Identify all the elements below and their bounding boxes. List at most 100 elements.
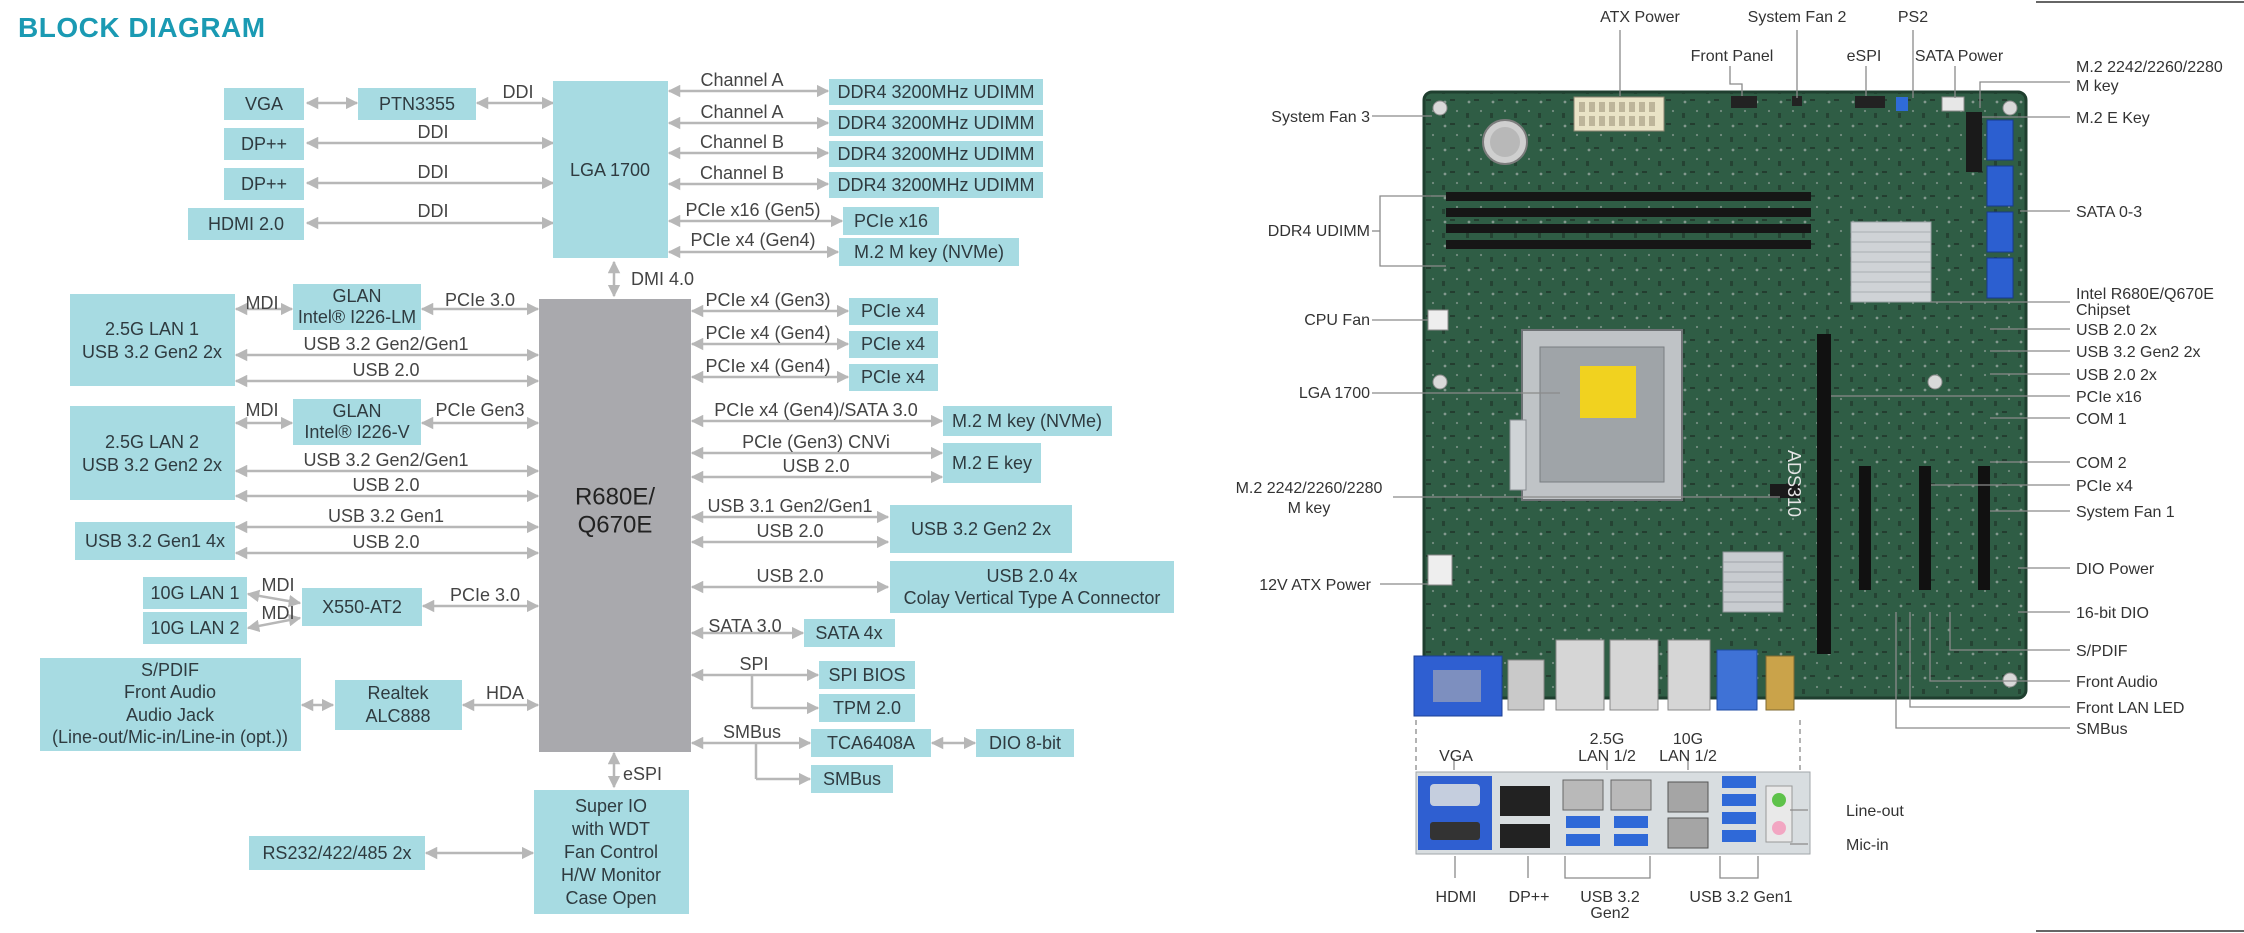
link-label: SPI (739, 654, 768, 674)
link-label: HDA (486, 683, 524, 703)
lan2-label-a: 2.5G LAN 2 (105, 432, 199, 452)
board-label: DP++ (1509, 889, 1550, 906)
link-label: PCIe x4 (Gen4) (705, 356, 830, 376)
board-label: VGA (1439, 748, 1473, 765)
ddr4-label: DDR4 3200MHz UDIMM (837, 144, 1034, 164)
link-label: DDI (418, 201, 449, 221)
dio-label: DIO 8-bit (989, 733, 1061, 753)
link-label: PCIe x4 (Gen3) (705, 290, 830, 310)
m2-ekey-label: M.2 E key (952, 453, 1032, 473)
link-label: PCIe (Gen3) CNVi (742, 432, 890, 452)
spi-bios-label: SPI BIOS (828, 665, 905, 685)
spi-bios-box: SPI BIOS (819, 661, 915, 689)
glan2-box: GLAN Intel® I226-V (293, 399, 421, 445)
ddr4-box-1: DDR4 3200MHz UDIMM (829, 79, 1043, 105)
usb-gen2-box: USB 3.2 Gen2 2x (890, 505, 1072, 553)
pcie-x4-box-2: PCIe x4 (849, 331, 938, 358)
board-label: DDR4 UDIMM (1268, 223, 1370, 240)
dp2-box: DP++ (224, 168, 304, 200)
pch-label-a: R680E/ (575, 484, 655, 511)
board-label: Mic-in (1846, 837, 1889, 854)
board-label: ATX Power (1600, 9, 1680, 26)
sata-label: SATA 4x (815, 623, 882, 643)
pcie-x16-box: PCIe x16 (843, 207, 939, 235)
board-label: LAN 1/2 (1578, 748, 1636, 765)
board-label: M.2 E Key (2076, 110, 2150, 127)
m2-mkey-cpu-label: M.2 M key (NVMe) (854, 242, 1004, 262)
usb-gen2-label: USB 3.2 Gen2 2x (911, 519, 1051, 539)
realtek-label-a: Realtek (367, 683, 429, 703)
audio-label-a: S/PDIF (141, 660, 199, 680)
ddr4-box-2: DDR4 3200MHz UDIMM (829, 110, 1043, 136)
board-label: 2.5G (1590, 731, 1625, 748)
usb20-label-b: Colay Vertical Type A Connector (904, 588, 1161, 608)
io-panel (1415, 771, 1811, 855)
dp2-label: DP++ (241, 174, 287, 194)
tpm-label: TPM 2.0 (833, 698, 901, 718)
board-label: SATA Power (1915, 48, 2004, 65)
ptn3355-label: PTN3355 (379, 94, 455, 114)
lan2-box: 2.5G LAN 2 USB 3.2 Gen2 2x (70, 406, 235, 500)
board-label: M key (1288, 500, 1331, 517)
link-label: MDI (262, 575, 295, 595)
board-label: M key (2076, 78, 2119, 95)
board-label: COM 1 (2076, 411, 2127, 428)
page-title: BLOCK DIAGRAM (18, 12, 266, 43)
dp1-label: DP++ (241, 134, 287, 154)
link-label: USB 2.0 (352, 532, 419, 552)
pch-label-b: Q670E (578, 512, 653, 539)
board-label: CPU Fan (1304, 312, 1370, 329)
lan2-label-b: USB 3.2 Gen2 2x (82, 455, 222, 475)
board-label: Line-out (1846, 803, 1904, 820)
cpu-block: LGA 1700 (553, 81, 668, 258)
link-label: PCIe x16 (Gen5) (685, 200, 820, 220)
board-label: USB 3.2 Gen1 (1689, 889, 1792, 906)
realtek-box: Realtek ALC888 (335, 680, 462, 730)
audio-label-c: Audio Jack (126, 705, 215, 725)
ddr4-label: DDR4 3200MHz UDIMM (837, 113, 1034, 133)
lan1-label-a: 2.5G LAN 1 (105, 319, 199, 339)
board-label: eSPI (1847, 48, 1882, 65)
board-callout-lines (1372, 30, 2070, 879)
x550-box: X550-AT2 (302, 588, 422, 626)
link-label: MDI (262, 603, 295, 623)
board-label: Front Audio (2076, 674, 2158, 691)
audio-label-d: (Line-out/Mic-in/Line-in (opt.)) (52, 727, 288, 747)
board-label: Gen2 (1590, 905, 1629, 922)
board-label: PCIe x4 (2076, 478, 2133, 495)
tca-label: TCA6408A (827, 733, 915, 753)
ddr4-label: DDR4 3200MHz UDIMM (837, 82, 1034, 102)
link-label: USB 2.0 (756, 521, 823, 541)
usb20-box: USB 2.0 4x Colay Vertical Type A Connect… (890, 561, 1174, 613)
link-label: USB 2.0 (756, 566, 823, 586)
board-label: S/PDIF (2076, 643, 2128, 660)
board-label: Intel R680E/Q670E (2076, 286, 2214, 303)
glan2-label-a: GLAN (332, 401, 381, 421)
glan1-label-a: GLAN (332, 286, 381, 306)
link-label: Channel A (700, 102, 783, 122)
tenlan2-box: 10G LAN 2 (143, 612, 247, 644)
superio-line: Fan Control (564, 842, 658, 862)
right-blocks: DDR4 3200MHz UDIMM DDR4 3200MHz UDIMM DD… (804, 79, 1174, 793)
link-label: USB 2.0 (782, 456, 849, 476)
board-label: USB 2.0 2x (2076, 322, 2157, 339)
lan1-label-b: USB 3.2 Gen2 2x (82, 342, 222, 362)
usb-gen1-label: USB 3.2 Gen1 4x (85, 531, 225, 551)
board-label: COM 2 (2076, 455, 2127, 472)
tenlan2-label: 10G LAN 2 (150, 618, 239, 638)
ddr4-box-3: DDR4 3200MHz UDIMM (829, 141, 1043, 167)
board-label: 10G (1673, 731, 1703, 748)
board-label: Front Panel (1691, 48, 1774, 65)
left-blocks: VGA PTN3355 DP++ DP++ HDMI 2.0 2.5G LAN … (40, 88, 476, 870)
link-label: Channel B (700, 163, 784, 183)
link-label: PCIe 3.0 (445, 290, 515, 310)
link-label: SMBus (723, 722, 781, 742)
link-label: Channel A (700, 70, 783, 90)
link-label: USB 3.2 Gen2/Gen1 (303, 334, 468, 354)
pch-block: R680E/ Q670E (539, 299, 691, 752)
board-label: SATA 0-3 (2076, 204, 2142, 221)
dp1-box: DP++ (224, 128, 304, 160)
board-label: 12V ATX Power (1259, 577, 1371, 594)
link-label: DDI (503, 82, 534, 102)
